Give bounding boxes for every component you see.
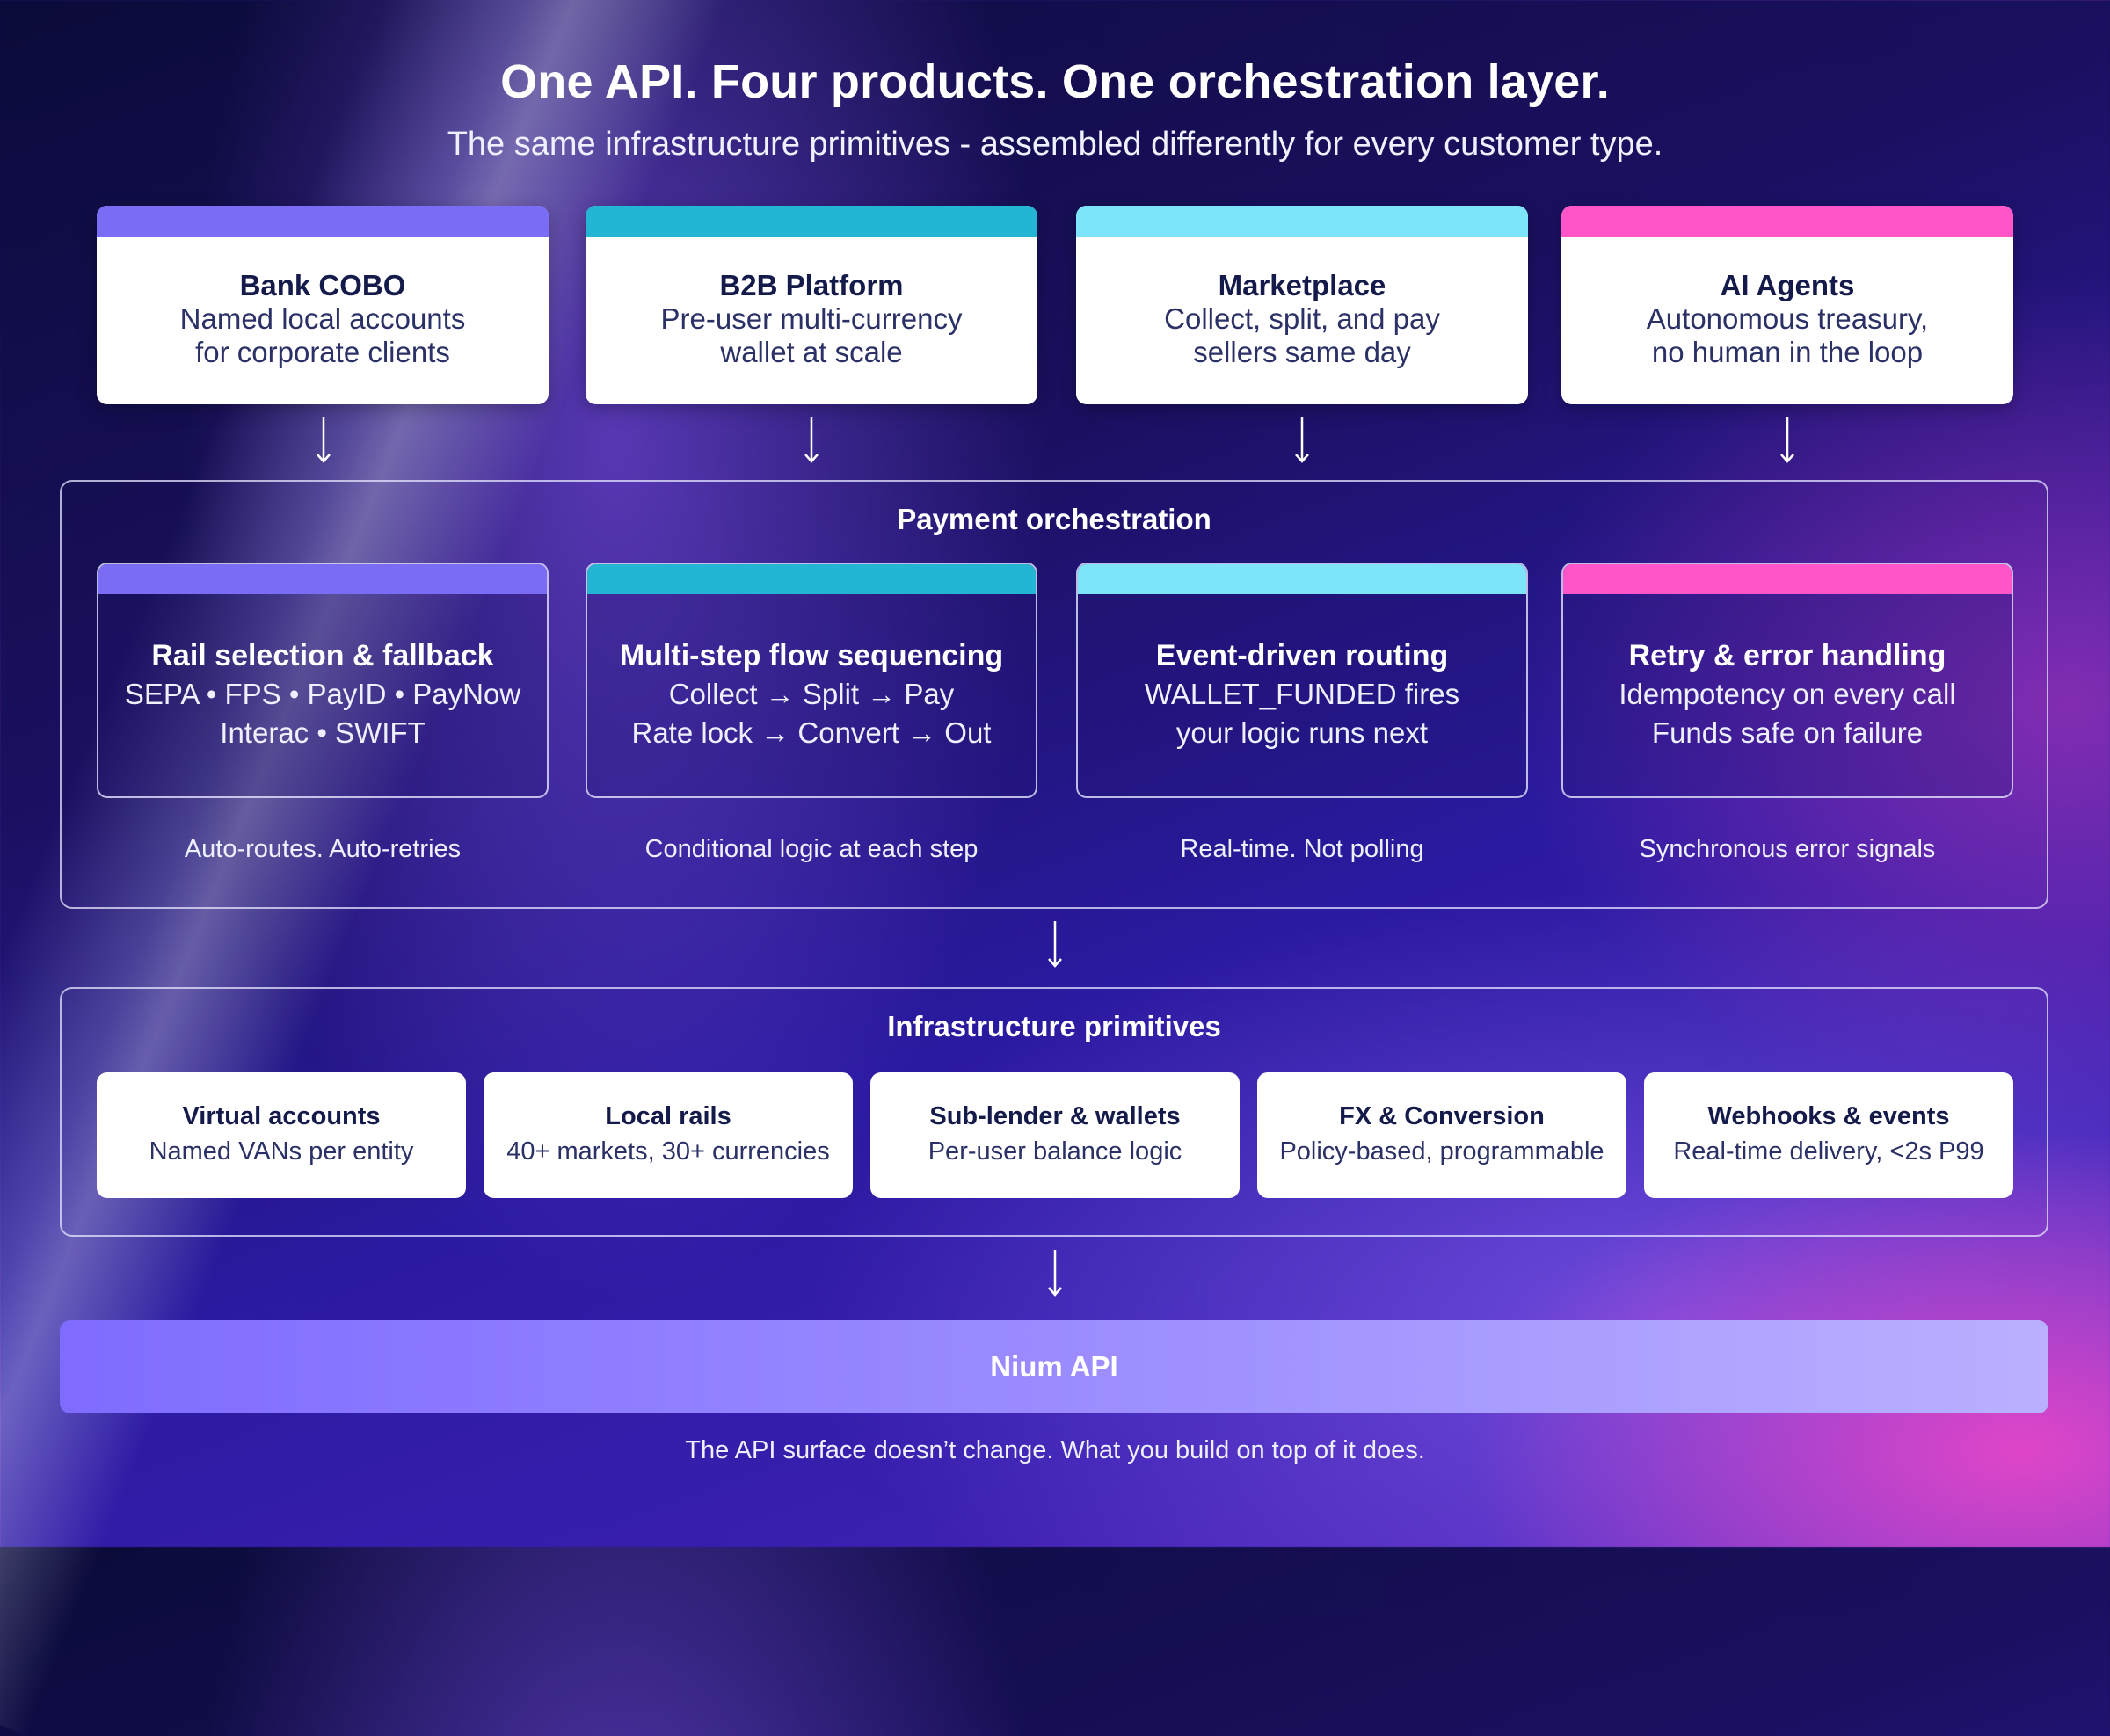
step-name: Retry & error handling bbox=[1628, 639, 1946, 672]
product-card-marketplace: Marketplace Collect, split, and pay sell… bbox=[1076, 206, 1528, 404]
product-desc-line: Pre-user multi-currency bbox=[660, 302, 963, 335]
primitive-name: Sub-lender & wallets bbox=[929, 1102, 1181, 1130]
product-desc-line: Collect, split, and pay bbox=[1164, 302, 1440, 335]
payment-orchestration-frame: Payment orchestration bbox=[60, 480, 2048, 909]
primitive-name: FX & Conversion bbox=[1339, 1102, 1545, 1130]
step-color-bar bbox=[587, 564, 1036, 594]
orchestration-step-retry-handling: Retry & error handling Idempotency on ev… bbox=[1561, 563, 2013, 798]
product-desc-line: wallet at scale bbox=[720, 336, 903, 368]
page-title: One API. Four products. One orchestratio… bbox=[500, 55, 1610, 108]
step-caption: Real-time. Not polling bbox=[1180, 835, 1424, 863]
product-desc-line: Autonomous treasury, bbox=[1646, 302, 1929, 335]
product-card-b2b-platform: B2B Platform Pre-user multi-currency wal… bbox=[586, 206, 1037, 404]
orchestration-step-rail-selection: Rail selection & fallback SEPA • FPS • P… bbox=[97, 563, 549, 798]
product-card-bank-cobo: Bank COBO Named local accounts for corpo… bbox=[97, 206, 549, 404]
step-color-bar bbox=[1078, 564, 1526, 594]
primitive-desc: Policy-based, programmable bbox=[1279, 1137, 1604, 1166]
step-caption: Auto-routes. Auto-retries bbox=[184, 835, 462, 863]
product-desc-line: for corporate clients bbox=[195, 336, 450, 368]
primitive-desc: Per-user balance logic bbox=[928, 1137, 1182, 1166]
primitive-card-fx-conversion: FX & Conversion Policy-based, programmab… bbox=[1257, 1072, 1626, 1198]
step-color-bar bbox=[98, 564, 547, 594]
step-color-bar bbox=[1563, 564, 2012, 594]
primitive-desc: Named VANs per entity bbox=[149, 1137, 414, 1166]
step-detail-line: Funds safe on failure bbox=[1651, 716, 1924, 749]
arrow-down-icon bbox=[1295, 417, 1309, 463]
product-color-bar bbox=[97, 206, 549, 237]
arrow-down-icon bbox=[1048, 921, 1062, 968]
arrow-down-icon bbox=[1048, 1250, 1062, 1297]
step-caption: Conditional logic at each step bbox=[644, 835, 979, 863]
product-name: Bank COBO bbox=[239, 269, 406, 301]
product-color-bar bbox=[586, 206, 1037, 237]
primitive-name: Webhooks & events bbox=[1707, 1102, 1950, 1130]
section-title: Payment orchestration bbox=[897, 503, 1211, 535]
step-name: Multi-step flow sequencing bbox=[619, 639, 1004, 672]
product-desc-line: no human in the loop bbox=[1651, 336, 1924, 368]
step-name: Rail selection & fallback bbox=[151, 639, 494, 672]
page-subtitle: The same infrastructure primitives - ass… bbox=[447, 126, 1663, 163]
arrow-down-icon bbox=[804, 417, 819, 463]
arrow-down-icon bbox=[1780, 417, 1794, 463]
product-desc-line: Named local accounts bbox=[179, 302, 466, 335]
product-name: Marketplace bbox=[1218, 269, 1386, 301]
product-color-bar bbox=[1076, 206, 1528, 237]
product-name: B2B Platform bbox=[719, 269, 904, 301]
step-detail-line: WALLET_FUNDED fires bbox=[1144, 678, 1460, 710]
nium-api-bar: Nium API bbox=[60, 1320, 2048, 1413]
primitive-name: Local rails bbox=[605, 1102, 731, 1130]
step-caption: Synchronous error signals bbox=[1639, 835, 1936, 863]
footer-note: The API surface doesn’t change. What you… bbox=[685, 1436, 1425, 1464]
step-name: Event-driven routing bbox=[1155, 639, 1449, 672]
step-detail-line: Collect → Split → Pay bbox=[668, 678, 955, 710]
step-detail-line: SEPA • FPS • PayID • PayNow bbox=[124, 678, 521, 710]
product-desc-line: sellers same day bbox=[1193, 336, 1411, 368]
primitive-card-webhooks-events: Webhooks & events Real-time delivery, <2… bbox=[1644, 1072, 2013, 1198]
infrastructure-primitives-frame: Infrastructure primitives bbox=[60, 987, 2048, 1237]
orchestration-step-event-routing: Event-driven routing WALLET_FUNDED fires… bbox=[1076, 563, 1528, 798]
product-card-ai-agents: AI Agents Autonomous treasury, no human … bbox=[1561, 206, 2013, 404]
step-detail-line: Idempotency on every call bbox=[1619, 678, 1956, 710]
step-detail-line: Rate lock → Convert → Out bbox=[631, 716, 992, 749]
primitive-card-sub-lender-wallets: Sub-lender & wallets Per-user balance lo… bbox=[870, 1072, 1240, 1198]
product-color-bar bbox=[1561, 206, 2013, 237]
product-name: AI Agents bbox=[1720, 269, 1855, 301]
step-detail-line: your logic runs next bbox=[1175, 716, 1429, 749]
primitive-desc: 40+ markets, 30+ currencies bbox=[506, 1137, 830, 1166]
section-title: Infrastructure primitives bbox=[887, 1010, 1221, 1042]
primitive-name: Virtual accounts bbox=[182, 1102, 381, 1130]
primitive-card-local-rails: Local rails 40+ markets, 30+ currencies bbox=[484, 1072, 853, 1198]
step-detail-line: Interac • SWIFT bbox=[220, 716, 426, 749]
orchestration-step-flow-sequencing: Multi-step flow sequencing Collect → Spl… bbox=[586, 563, 1037, 798]
arrow-down-icon bbox=[316, 417, 331, 463]
primitive-card-virtual-accounts: Virtual accounts Named VANs per entity bbox=[97, 1072, 466, 1198]
primitive-desc: Real-time delivery, <2s P99 bbox=[1673, 1137, 1984, 1166]
